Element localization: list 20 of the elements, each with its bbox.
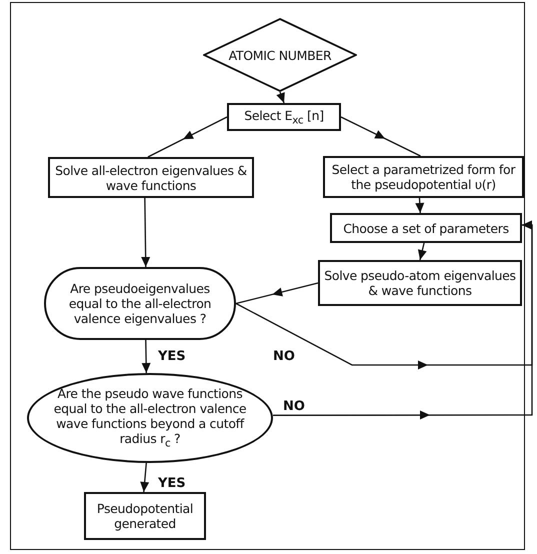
node-text: Are the pseudo wave functions equal to the all-electron valence wave functions beyond a cutoff radius r$_{c}$ ?: [52, 386, 248, 450]
process-box: [84, 492, 206, 540]
process-box: [227, 103, 341, 131]
node-text: Are pseudoeigenvalues equal to the all-electron valence eigenvalues ?: [68, 281, 212, 326]
node-text: Select a parametrized form for the pseudopotential υ(r): [330, 162, 516, 192]
node-text: Solve all-electron eigenvalues & wave functions: [54, 162, 248, 192]
edge-label: YES: [157, 350, 187, 363]
node-text: ATOMIC NUMBER: [228, 48, 332, 62]
edge-label: NO: [272, 350, 296, 363]
node-text: Choose a set of parameters: [343, 220, 509, 236]
process-box: [318, 260, 522, 306]
node-text: Pseudopotential generated: [96, 501, 194, 531]
process-box: [48, 157, 254, 198]
process-box: [330, 213, 522, 243]
edge-label: NO: [282, 400, 306, 413]
node-text: Solve pseudo-atom eigenvalues & wave functions: [323, 268, 517, 298]
process-box: [323, 156, 524, 198]
edge-label: YES: [157, 477, 187, 490]
decision-diamond: [203, 18, 357, 92]
node-text: Select E$_{xc}$ [n]: [244, 108, 324, 126]
